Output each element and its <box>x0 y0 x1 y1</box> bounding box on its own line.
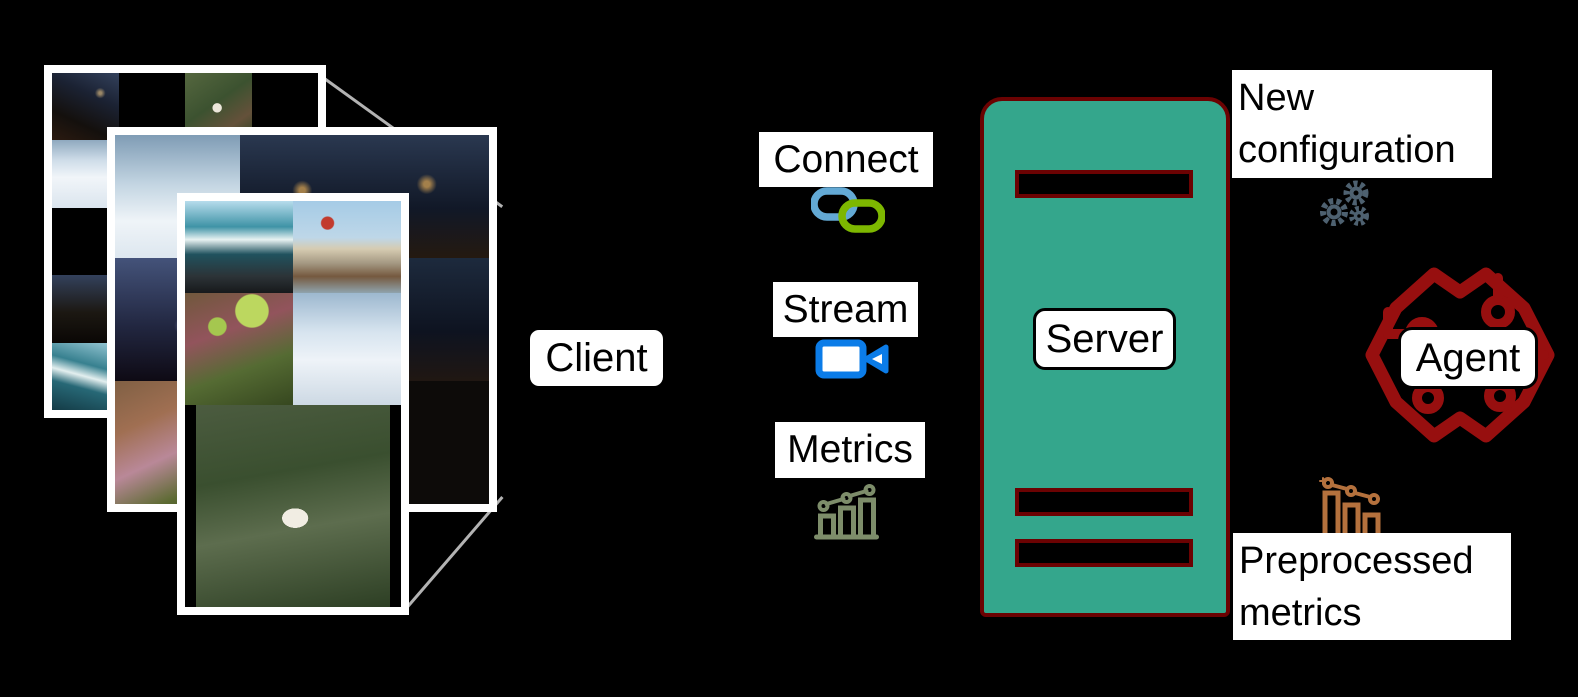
server-slot-bottom <box>1015 539 1193 567</box>
photo-collage-front <box>177 193 409 615</box>
new-configuration-label: New configuration <box>1232 70 1492 178</box>
client-node: Client <box>527 327 666 389</box>
bar-chart-rising-icon <box>814 484 879 540</box>
photo-tile-duck-ivy <box>185 405 401 607</box>
stream-label: Stream <box>773 282 918 337</box>
server-node: Server <box>1033 308 1176 370</box>
photo-tile-garden-leaves <box>185 293 293 405</box>
new-configuration-line1: New <box>1238 77 1315 119</box>
video-camera-icon <box>815 339 889 379</box>
preprocessed-metrics-line1: Preprocessed <box>1239 540 1474 582</box>
photo-tile-lighthouse-city <box>293 201 401 293</box>
projection-line-bottom <box>405 495 504 609</box>
gears-icon <box>1320 180 1369 226</box>
server-slot-middle <box>1015 488 1193 516</box>
server-rack: Server <box>980 97 1230 617</box>
photo-tile-ocean-breakwater <box>185 201 293 293</box>
chain-link-icon <box>811 187 885 233</box>
new-configuration-line2: configuration <box>1238 129 1456 171</box>
server-slot-top <box>1015 170 1193 198</box>
metrics-label: Metrics <box>775 422 925 478</box>
preprocessed-metrics-line2: metrics <box>1239 592 1362 634</box>
bar-chart-falling-icon <box>1318 477 1386 539</box>
connect-label: Connect <box>759 132 933 187</box>
preprocessed-metrics-label: Preprocessed metrics <box>1233 533 1511 640</box>
photo-tile-snowy-trees <box>293 293 401 405</box>
agent-node: Agent <box>1398 327 1538 389</box>
